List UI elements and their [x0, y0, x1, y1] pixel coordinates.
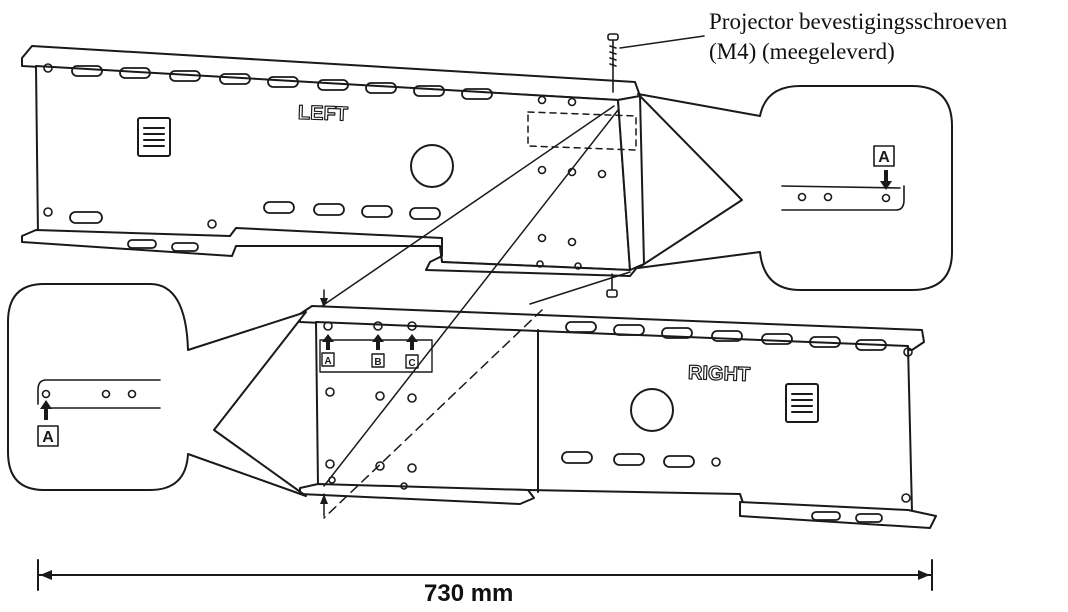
left-bracket-handle [137, 117, 171, 157]
right-bracket-bottom-flange-right [739, 501, 937, 529]
screw-callout-line2: (M4) (meegeleverd) [709, 39, 895, 64]
callout-bubble-right [637, 85, 953, 291]
screw-top [607, 33, 619, 93]
left-bracket-center-hole [410, 144, 454, 188]
marker-boxes [321, 352, 419, 369]
dimension-arrowheads [40, 570, 930, 580]
dimension-width-label: 730 mm [424, 580, 514, 607]
callout-left-marker-box [37, 425, 59, 447]
alignment-lines [321, 105, 631, 519]
callout-right-marker-label: A [878, 149, 890, 166]
right-bracket-center-hole [630, 388, 674, 432]
right-bracket-handle [785, 383, 819, 423]
right-bracket [299, 305, 937, 529]
right-bracket-label: RIGHT [688, 362, 751, 386]
callout-left-marker-label: A [42, 429, 54, 446]
callout-right-marker-box [873, 145, 895, 167]
right-top-slots [565, 321, 887, 351]
marker-label-c: C [408, 358, 415, 369]
left-bracket-bottom-flange [21, 227, 641, 277]
left-bracket-holes [43, 63, 607, 270]
callout-bubble-left [7, 283, 307, 497]
marker-label-b: B [374, 357, 381, 368]
dimension-line [37, 559, 933, 591]
left-bracket-dashed-area [527, 111, 637, 151]
left-bracket-label: LEFT [298, 102, 349, 126]
left-top-slots [71, 65, 493, 100]
callout-right-arrow [880, 170, 892, 190]
alignment-arrowheads [320, 298, 328, 504]
callout-left-arrow [40, 400, 52, 420]
screw-bottom [606, 273, 618, 298]
left-bracket [21, 45, 645, 277]
right-bottom-slots [561, 451, 883, 523]
marker-label-a: A [324, 356, 331, 367]
screw-callout-line1: Projector bevestigingsschroeven [709, 9, 1008, 34]
marker-arrows [322, 334, 418, 350]
right-bracket-marker-box [319, 339, 433, 373]
screw-leader-line [619, 35, 705, 49]
left-bottom-slots [69, 201, 441, 252]
